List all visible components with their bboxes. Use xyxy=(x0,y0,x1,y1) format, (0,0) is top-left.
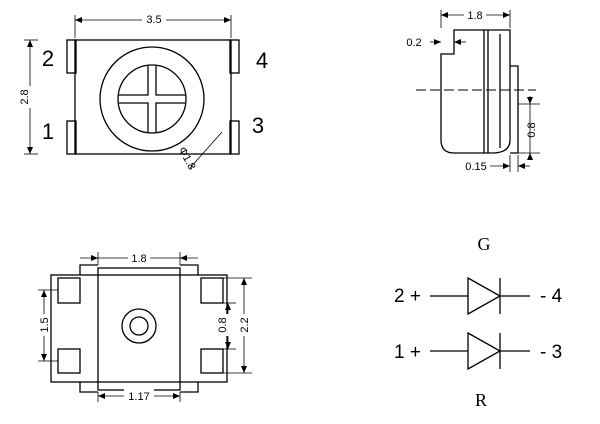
dim-top-height: 2.8 xyxy=(19,89,31,104)
pin-label-1: 1 xyxy=(42,119,54,144)
bottom-hole-inner xyxy=(129,316,149,336)
side-view-body xyxy=(440,29,511,154)
diameter-leader xyxy=(189,131,223,169)
diode-lower-triangle xyxy=(467,331,502,371)
top-view: 3.5 2.8 Φ1.8 2 1 4 3 xyxy=(19,12,268,172)
schematic-upper-left-label: 2 + xyxy=(394,286,421,307)
side-pad xyxy=(510,65,519,154)
schematic-lower-left-label: 1 + xyxy=(394,342,421,363)
bottom-view: 1.8 1.17 1.5 0.8 2.2 xyxy=(36,251,252,403)
diode-upper-triangle xyxy=(467,276,502,316)
pin-label-2: 2 xyxy=(42,46,54,71)
pad-3 xyxy=(229,120,240,155)
pad-1 xyxy=(66,120,77,155)
dim-side-width: 1.8 xyxy=(467,10,482,22)
bottom-pad-bottom-right xyxy=(200,348,224,374)
pin-label-4: 4 xyxy=(256,48,268,73)
pin-label-3: 3 xyxy=(252,113,264,138)
dim-bottom-top: 1.8 xyxy=(131,253,146,265)
lens-outer-ring xyxy=(99,46,205,152)
dim-diameter: Φ1.8 xyxy=(176,145,198,172)
pad-4 xyxy=(229,39,240,74)
bottom-pad-top-left xyxy=(57,277,81,304)
schematic-upper-right-label: - 4 xyxy=(540,286,563,307)
side-view: 1.8 0.2 0.8 0.15 xyxy=(406,8,540,173)
dim-bottom-left: 1.5 xyxy=(39,317,51,332)
schematic-label-r: R xyxy=(475,390,487,410)
dim-top-width: 3.5 xyxy=(146,14,161,26)
dim-bottom-bottom: 1.17 xyxy=(128,391,149,403)
pad-2 xyxy=(66,39,77,74)
lens-cross xyxy=(119,66,185,132)
lens-inner-ring xyxy=(117,64,187,134)
bottom-hole-outer xyxy=(121,308,157,344)
top-view-body xyxy=(74,39,232,155)
schematic-lower-right-label: - 3 xyxy=(540,342,562,363)
dim-side-pad-depth: 0.15 xyxy=(465,161,486,173)
dim-bottom-inner: 0.8 xyxy=(217,317,229,332)
bottom-center-strip xyxy=(97,267,181,391)
dim-side-step: 0.2 xyxy=(406,37,421,49)
bottom-pad-bottom-left xyxy=(57,348,81,374)
dim-bottom-right: 2.2 xyxy=(239,317,251,332)
bottom-pad-top-right xyxy=(200,277,224,304)
schematic-label-g: G xyxy=(478,234,491,254)
schematic: G R 2 + - 4 1 + - 3 xyxy=(394,234,563,410)
dim-side-pad-height: 0.8 xyxy=(526,122,538,137)
